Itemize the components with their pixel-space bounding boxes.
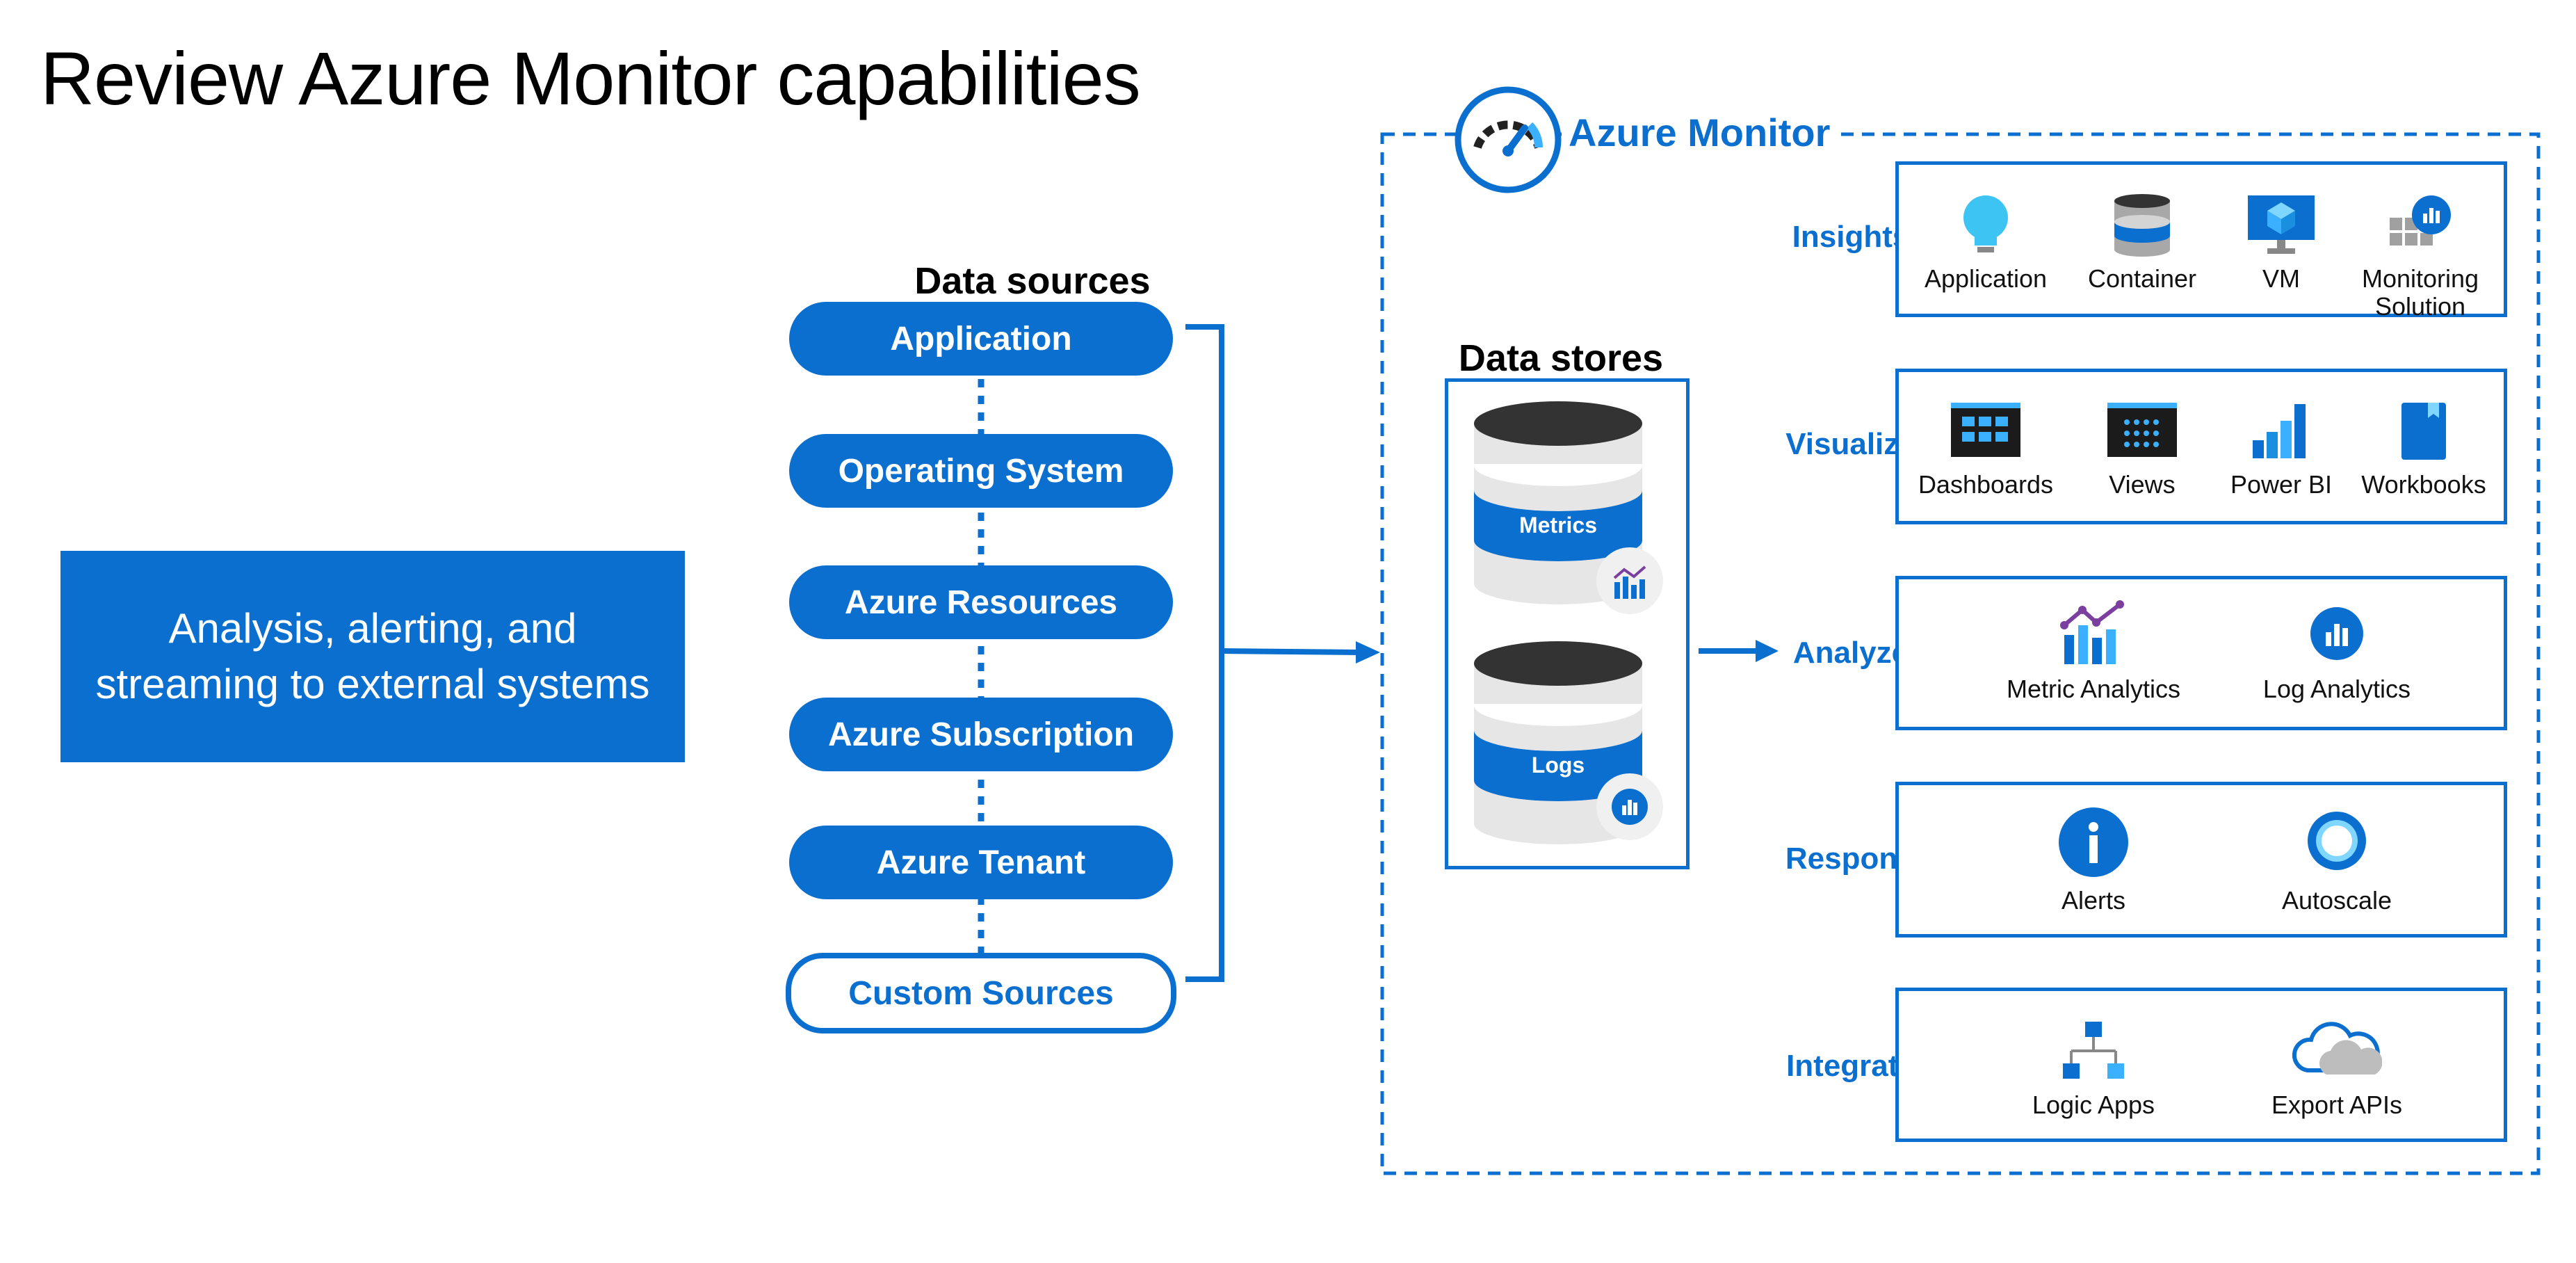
metrics-store: Metrics xyxy=(1473,400,1663,614)
analyze-box: Metric Analytics Log Analytics xyxy=(1895,576,2507,730)
data-stores-box xyxy=(1445,378,1690,869)
data-sources-bracket xyxy=(1185,324,1224,982)
row-label-visualize: Visualize xyxy=(1785,427,1916,461)
respond-autoscale: Autoscale xyxy=(2226,806,2448,915)
lightbulb-icon xyxy=(1963,195,2008,252)
metric-analytics-icon xyxy=(2060,600,2124,664)
source-azure-resources: Azure Resources xyxy=(789,565,1173,639)
source-application: Application xyxy=(789,302,1173,376)
insight-vm: VM xyxy=(2226,194,2337,293)
vm-icon xyxy=(2248,195,2315,254)
stores-to-analyze-arrowhead xyxy=(1756,640,1779,662)
power-bi-icon xyxy=(2253,404,2306,458)
data-stores-heading: Data stores xyxy=(1458,337,1664,379)
logic-apps-icon xyxy=(2063,1022,2124,1079)
log-analytics-icon xyxy=(1612,789,1648,825)
source-custom-sources: Custom Sources xyxy=(786,953,1176,1033)
container-icon xyxy=(2114,194,2170,257)
azure-monitor-label: Azure Monitor xyxy=(1566,110,1833,155)
insight-container: Container xyxy=(2073,194,2212,293)
logs-label: Logs xyxy=(1531,753,1585,778)
log-analytics-badge xyxy=(1596,773,1663,840)
source-azure-subscription: Azure Subscription xyxy=(789,698,1173,771)
source-operating-system: Operating System xyxy=(789,434,1173,508)
visualize-workbooks: Workbooks xyxy=(2344,400,2504,499)
monitoring-solution-icon xyxy=(2390,195,2451,246)
row-label-insights: Insights xyxy=(1792,220,1910,254)
visualize-power-bi: Power BI xyxy=(2212,400,2351,499)
integrate-export-apis: Export APIs xyxy=(2226,1020,2448,1119)
autoscale-gear-icon xyxy=(2308,812,2366,870)
azure-monitor-boundary xyxy=(1380,132,2541,1175)
row-label-integrate: Integrate xyxy=(1786,1049,1915,1083)
logs-store: Logs xyxy=(1473,640,1663,848)
alert-info-icon xyxy=(2059,807,2128,877)
analyze-log-analytics: Log Analytics xyxy=(2226,600,2448,703)
visualize-dashboards: Dashboards xyxy=(1906,400,2066,499)
analysis-alerting-box: Analysis, alerting, and streaming to ext… xyxy=(60,551,685,762)
export-apis-cloud-icon xyxy=(2292,1022,2382,1075)
gauge-icon xyxy=(1455,86,1562,193)
views-icon xyxy=(2107,403,2177,457)
metric-chart-badge xyxy=(1596,547,1663,614)
page-title: Review Azure Monitor capabilities xyxy=(40,36,1141,120)
insight-application: Application xyxy=(1906,194,2066,293)
workbooks-icon xyxy=(2401,403,2446,460)
integrate-logic-apps: Logic Apps xyxy=(2010,1020,2177,1119)
analysis-line-1: Analysis, alerting, and xyxy=(168,605,577,652)
integrate-box: Logic Apps Export APIs xyxy=(1895,988,2507,1142)
source-azure-tenant: Azure Tenant xyxy=(789,826,1173,899)
visualize-box: Dashboards Views Power BI Workbooks xyxy=(1895,369,2507,524)
dashboards-icon xyxy=(1951,403,2020,457)
respond-alerts: Alerts xyxy=(2010,806,2177,915)
log-analytics-icon xyxy=(2310,607,2363,660)
visualize-views: Views xyxy=(2073,400,2212,499)
metrics-label: Metrics xyxy=(1518,513,1598,538)
sources-to-monitor-arrow-line xyxy=(1221,648,1360,655)
respond-box: Alerts Autoscale xyxy=(1895,782,2507,938)
insights-box: Application Container VM xyxy=(1895,161,2507,321)
sources-to-monitor-arrowhead xyxy=(1356,641,1380,663)
data-sources-heading: Data sources xyxy=(914,260,1151,302)
insight-monitoring-solution: Monitoring Solution xyxy=(2337,194,2504,321)
row-label-respond: Respond xyxy=(1785,842,1917,876)
analyze-metric-analytics: Metric Analytics xyxy=(1982,600,2205,703)
analysis-line-2: streaming to external systems xyxy=(95,661,650,707)
metric-chart-icon xyxy=(1613,565,1646,599)
row-label-analyze: Analyze xyxy=(1792,636,1909,670)
